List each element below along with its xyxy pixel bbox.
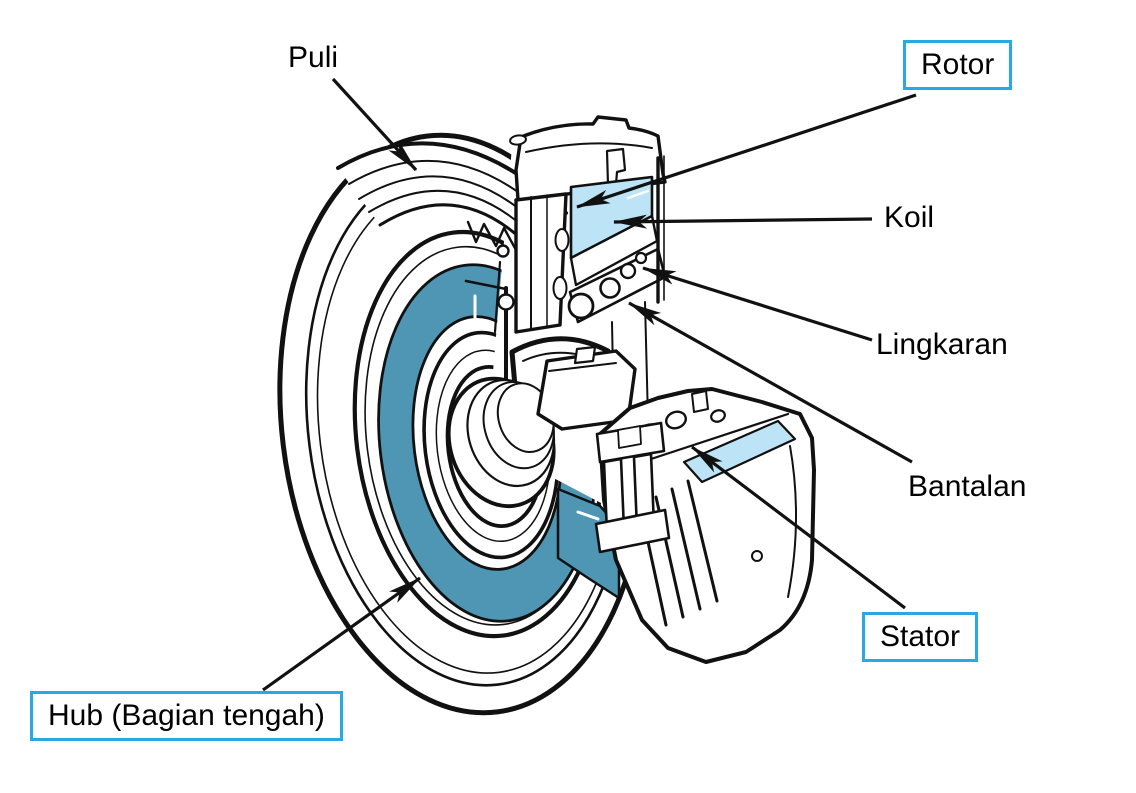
label-bantalan: Bantalan [908, 470, 1027, 503]
stator-top-notch [691, 390, 709, 413]
stator-bracket [594, 421, 671, 554]
rotor-arrow [576, 93, 917, 209]
label-stator: Stator [862, 612, 979, 662]
label-koil: Koil [884, 201, 935, 234]
koil-arrow [613, 214, 873, 229]
rotor-front-panel [514, 192, 568, 334]
stator-arrow [691, 445, 906, 610]
label-rotor: Rotor [903, 40, 1013, 90]
label-lingkaran: Lingkaran [876, 328, 1008, 361]
rivet-large [497, 293, 515, 311]
shaft-bore-block [536, 349, 637, 431]
bearing-balls [567, 251, 648, 320]
hub-ring-right-segment [556, 487, 621, 600]
key-notch [573, 345, 597, 365]
leader-lines [262, 77, 917, 692]
hub-arrow [262, 576, 421, 692]
label-hub: Hub (Bagian tengah) [30, 691, 343, 741]
stator-hole [710, 409, 726, 423]
stator-hole [665, 410, 687, 430]
shaft-assembly [446, 336, 637, 509]
label-puli: Puli [288, 41, 339, 74]
bantalan-arrow [628, 301, 913, 464]
puli-arrow [331, 77, 418, 172]
stator-block [598, 387, 816, 664]
rivet-small [496, 244, 510, 258]
cap-slot [509, 134, 527, 146]
lingkaran-arrow [642, 266, 873, 342]
